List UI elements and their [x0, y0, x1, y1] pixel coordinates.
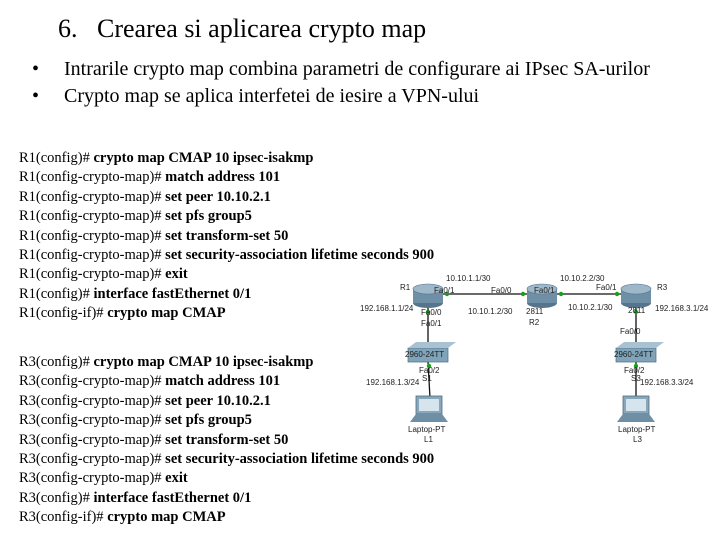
config-prompt: R1(config-crypto-map)# — [19, 266, 162, 283]
config-command: set pfs group5 — [165, 208, 252, 225]
config-line: R3(config-crypto-map)# set security-asso… — [19, 450, 434, 469]
r1-config-block: R1(config)# crypto map CMAP 10 ipsec-isa… — [19, 149, 434, 324]
config-line: R1(config-crypto-map)# set security-asso… — [19, 246, 434, 265]
config-line: R1(config-crypto-map)# match address 101 — [19, 168, 434, 187]
bullet-item: • Intrarile crypto map combina parametri… — [30, 58, 710, 81]
label-r2-fa01: Fa0/1 — [534, 286, 555, 295]
slide-title: 6. Crearea si aplicarea crypto map — [58, 14, 427, 43]
config-prompt: R1(config-crypto-map)# — [19, 169, 162, 186]
label-r2-fa00: Fa0/0 — [491, 286, 512, 295]
label-s3-fa02: Fa0/2 — [624, 366, 645, 375]
laptop-l3-icon — [617, 395, 655, 422]
bullet-list: • Intrarile crypto map combina parametri… — [30, 58, 710, 112]
config-command: match address 101 — [165, 373, 281, 390]
label-net-r1-r2: 10.10.1.1/30 — [446, 274, 491, 283]
label-r2-ip-right: 10.10.2.1/30 — [568, 303, 613, 312]
label-r3-lan: 192.168.3.1/24 — [655, 304, 709, 313]
config-command: exit — [165, 470, 188, 487]
label-s3: S3 — [631, 374, 641, 383]
label-r3-model: 2811 — [628, 306, 646, 315]
bullet-text: Intrarile crypto map combina parametri d… — [64, 58, 650, 80]
config-prompt: R3(config-crypto-map)# — [19, 450, 162, 467]
config-command: set transform-set 50 — [165, 227, 289, 244]
label-r3-fa00: Fa0/0 — [620, 327, 641, 336]
label-r3: R3 — [657, 283, 668, 292]
label-l3: L3 — [633, 435, 642, 444]
config-line: R3(config-crypto-map)# set transform-set… — [19, 431, 434, 450]
config-prompt: R3(config-crypto-map)# — [19, 392, 162, 409]
config-line: R1(config-crypto-map)# set pfs group5 — [19, 207, 434, 226]
bullet-dot: • — [32, 85, 40, 107]
config-prompt: R1(config-crypto-map)# — [19, 208, 162, 225]
switch-s3-icon — [615, 342, 664, 363]
label-l3-ip: 192.168.3.3/24 — [640, 378, 694, 387]
config-prompt: R3(config)# — [19, 489, 90, 506]
bullet-text: Crypto map se aplica interfetei de iesir… — [64, 85, 480, 107]
r3-config-block: R3(config)# crypto map CMAP 10 ipsec-isa… — [19, 353, 434, 528]
config-command: match address 101 — [165, 169, 281, 186]
config-command: set pfs group5 — [165, 412, 252, 429]
label-r2-model: 2811 — [526, 307, 544, 316]
config-command: interface fastEthernet 0/1 — [93, 285, 252, 302]
config-line: R1(config-crypto-map)# set peer 10.10.2.… — [19, 188, 434, 207]
config-command: crypto map CMAP — [107, 509, 226, 526]
label-r1-fa01: Fa0/1 — [434, 286, 455, 295]
label-r2-ip-left: 10.10.1.2/30 — [468, 307, 513, 316]
config-command: set transform-set 50 — [165, 431, 289, 448]
label-l3-model: Laptop-PT — [618, 425, 655, 434]
config-prompt: R1(config-crypto-map)# — [19, 227, 162, 244]
config-prompt: R3(config-crypto-map)# — [19, 373, 162, 390]
config-prompt: R1(config-if)# — [19, 305, 104, 322]
config-command: set security-association lifetime second… — [165, 246, 435, 263]
config-line: R3(config-crypto-map)# set peer 10.10.2.… — [19, 392, 434, 411]
config-prompt: R1(config)# — [19, 285, 90, 302]
config-prompt: R1(config)# — [19, 150, 90, 166]
config-line: R1(config)# interface fastEthernet 0/1 — [19, 285, 434, 304]
config-prompt: R1(config-crypto-map)# — [19, 246, 162, 263]
label-net-r2-r3: 10.10.2.2/30 — [560, 274, 605, 283]
config-line: R3(config)# interface fastEthernet 0/1 — [19, 489, 434, 508]
config-command: interface fastEthernet 0/1 — [93, 489, 252, 506]
config-command: set peer 10.10.2.1 — [165, 392, 271, 409]
config-command: crypto map CMAP — [107, 305, 226, 322]
label-s3-model: 2960-24TT — [614, 350, 653, 359]
config-line: R1(config)# crypto map CMAP 10 ipsec-isa… — [19, 149, 434, 168]
bullet-item: • Crypto map se aplica interfetei de ies… — [30, 85, 710, 108]
router-r2-icon — [526, 283, 558, 308]
config-line: R3(config-if)# crypto map CMAP — [19, 508, 434, 527]
config-prompt: R3(config-if)# — [19, 509, 104, 526]
config-prompt: R1(config-crypto-map)# — [19, 188, 162, 205]
config-line: R3(config)# crypto map CMAP 10 ipsec-isa… — [19, 353, 434, 372]
config-line: R1(config-crypto-map)# set transform-set… — [19, 227, 434, 246]
config-command: exit — [165, 266, 188, 283]
config-prompt: R3(config-crypto-map)# — [19, 412, 162, 429]
config-prompt: R3(config-crypto-map)# — [19, 431, 162, 448]
bullet-dot: • — [32, 58, 40, 80]
config-command: set security-association lifetime second… — [165, 450, 435, 467]
config-line: R3(config-crypto-map)# set pfs group5 — [19, 411, 434, 430]
config-command: crypto map CMAP 10 ipsec-isakmp — [93, 150, 314, 166]
router-r3-icon — [620, 283, 652, 308]
config-line: R3(config-crypto-map)# match address 101 — [19, 372, 434, 391]
label-r2: R2 — [529, 318, 540, 327]
label-r3-fa01: Fa0/1 — [596, 283, 617, 292]
config-line: R1(config-crypto-map)# exit — [19, 265, 434, 284]
config-line: R1(config-if)# crypto map CMAP — [19, 304, 434, 323]
config-command: crypto map CMAP 10 ipsec-isakmp — [93, 354, 314, 370]
config-command: set peer 10.10.2.1 — [165, 188, 271, 205]
config-prompt: R3(config-crypto-map)# — [19, 470, 162, 487]
config-prompt: R3(config)# — [19, 354, 90, 370]
config-line: R3(config-crypto-map)# exit — [19, 469, 434, 488]
